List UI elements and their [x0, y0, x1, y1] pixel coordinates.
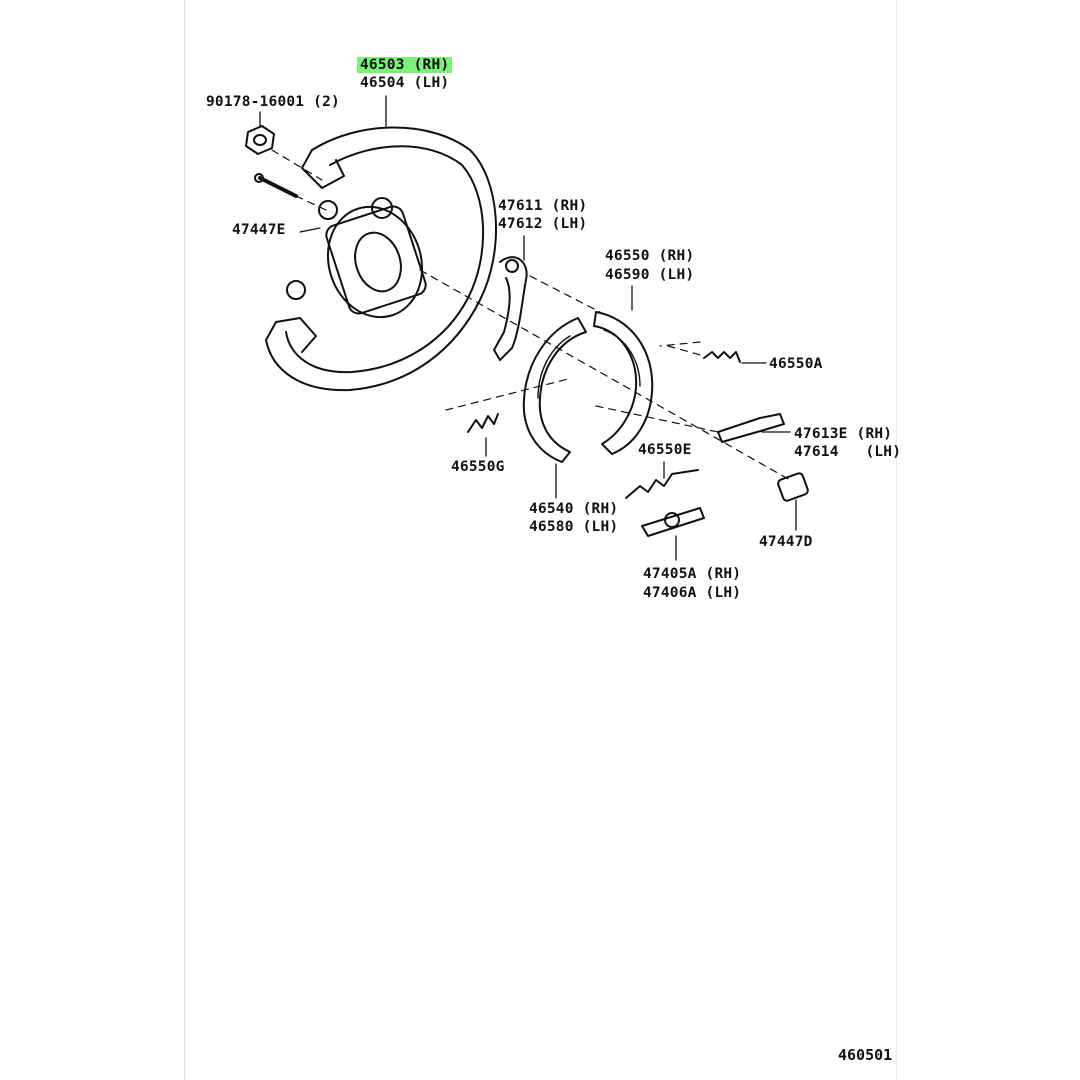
wheel-cylinder [371, 197, 393, 219]
nut-90178 [245, 125, 275, 155]
part-label-47406a: 47406A (LH) [643, 585, 742, 601]
spring-46550a [703, 351, 741, 363]
part-label-47405a: 47405A (RH) [643, 566, 742, 582]
parking-brake-lever [493, 256, 528, 361]
hub-plate [326, 205, 424, 319]
spring-46550g [467, 413, 499, 433]
figure-code: 460501 [838, 1046, 893, 1064]
part-label-46590: 46590 (LH) [605, 267, 695, 283]
brake-shoe-46550 [593, 311, 654, 455]
brake-shoe-46540 [522, 317, 587, 463]
part-label-47447e: 47447E [232, 222, 286, 238]
hub-flange [325, 205, 427, 315]
backing-plate-bottom-flange [265, 317, 317, 353]
part-label-46550g: 46550G [451, 459, 505, 475]
knuckle-boss-top [318, 200, 338, 220]
part-label-47614: 47614 (LH) [794, 444, 902, 460]
part-label-47612: 47612 (LH) [498, 216, 588, 232]
knuckle-boss-bottom [286, 280, 306, 300]
spring-46550e [625, 469, 699, 499]
cover-47447d [777, 472, 809, 502]
part-label-47613e: 47613E (RH) [794, 426, 893, 442]
part-label-46550: 46550 (RH) [605, 248, 695, 264]
part-label-46540: 46540 (RH) [529, 501, 619, 517]
adjusting-lever [717, 413, 785, 443]
part-label-46550a: 46550A [769, 356, 823, 372]
part-label-46550e: 46550E [638, 442, 692, 458]
backing-plate-top-flange [301, 149, 345, 189]
part-label-46580: 46580 (LH) [529, 519, 619, 535]
part-label-47611: 47611 (RH) [498, 198, 588, 214]
adjuster-47405a [641, 507, 705, 537]
part-label-90178: 90178-16001 (2) [206, 94, 340, 110]
part-label-47447d: 47447D [759, 534, 813, 550]
backing-plate [265, 126, 497, 392]
frame-border-left [184, 0, 185, 1080]
backing-plate-inner-rim [285, 145, 485, 374]
part-label-46503: 46503 (RH) [357, 56, 453, 74]
bolt-47447e [258, 176, 298, 198]
hub-bore [354, 231, 402, 293]
frame-border-right [896, 0, 897, 1080]
highlight-46503: 46503 (RH) [357, 57, 453, 73]
part-label-46504: 46504 (LH) [360, 75, 450, 91]
